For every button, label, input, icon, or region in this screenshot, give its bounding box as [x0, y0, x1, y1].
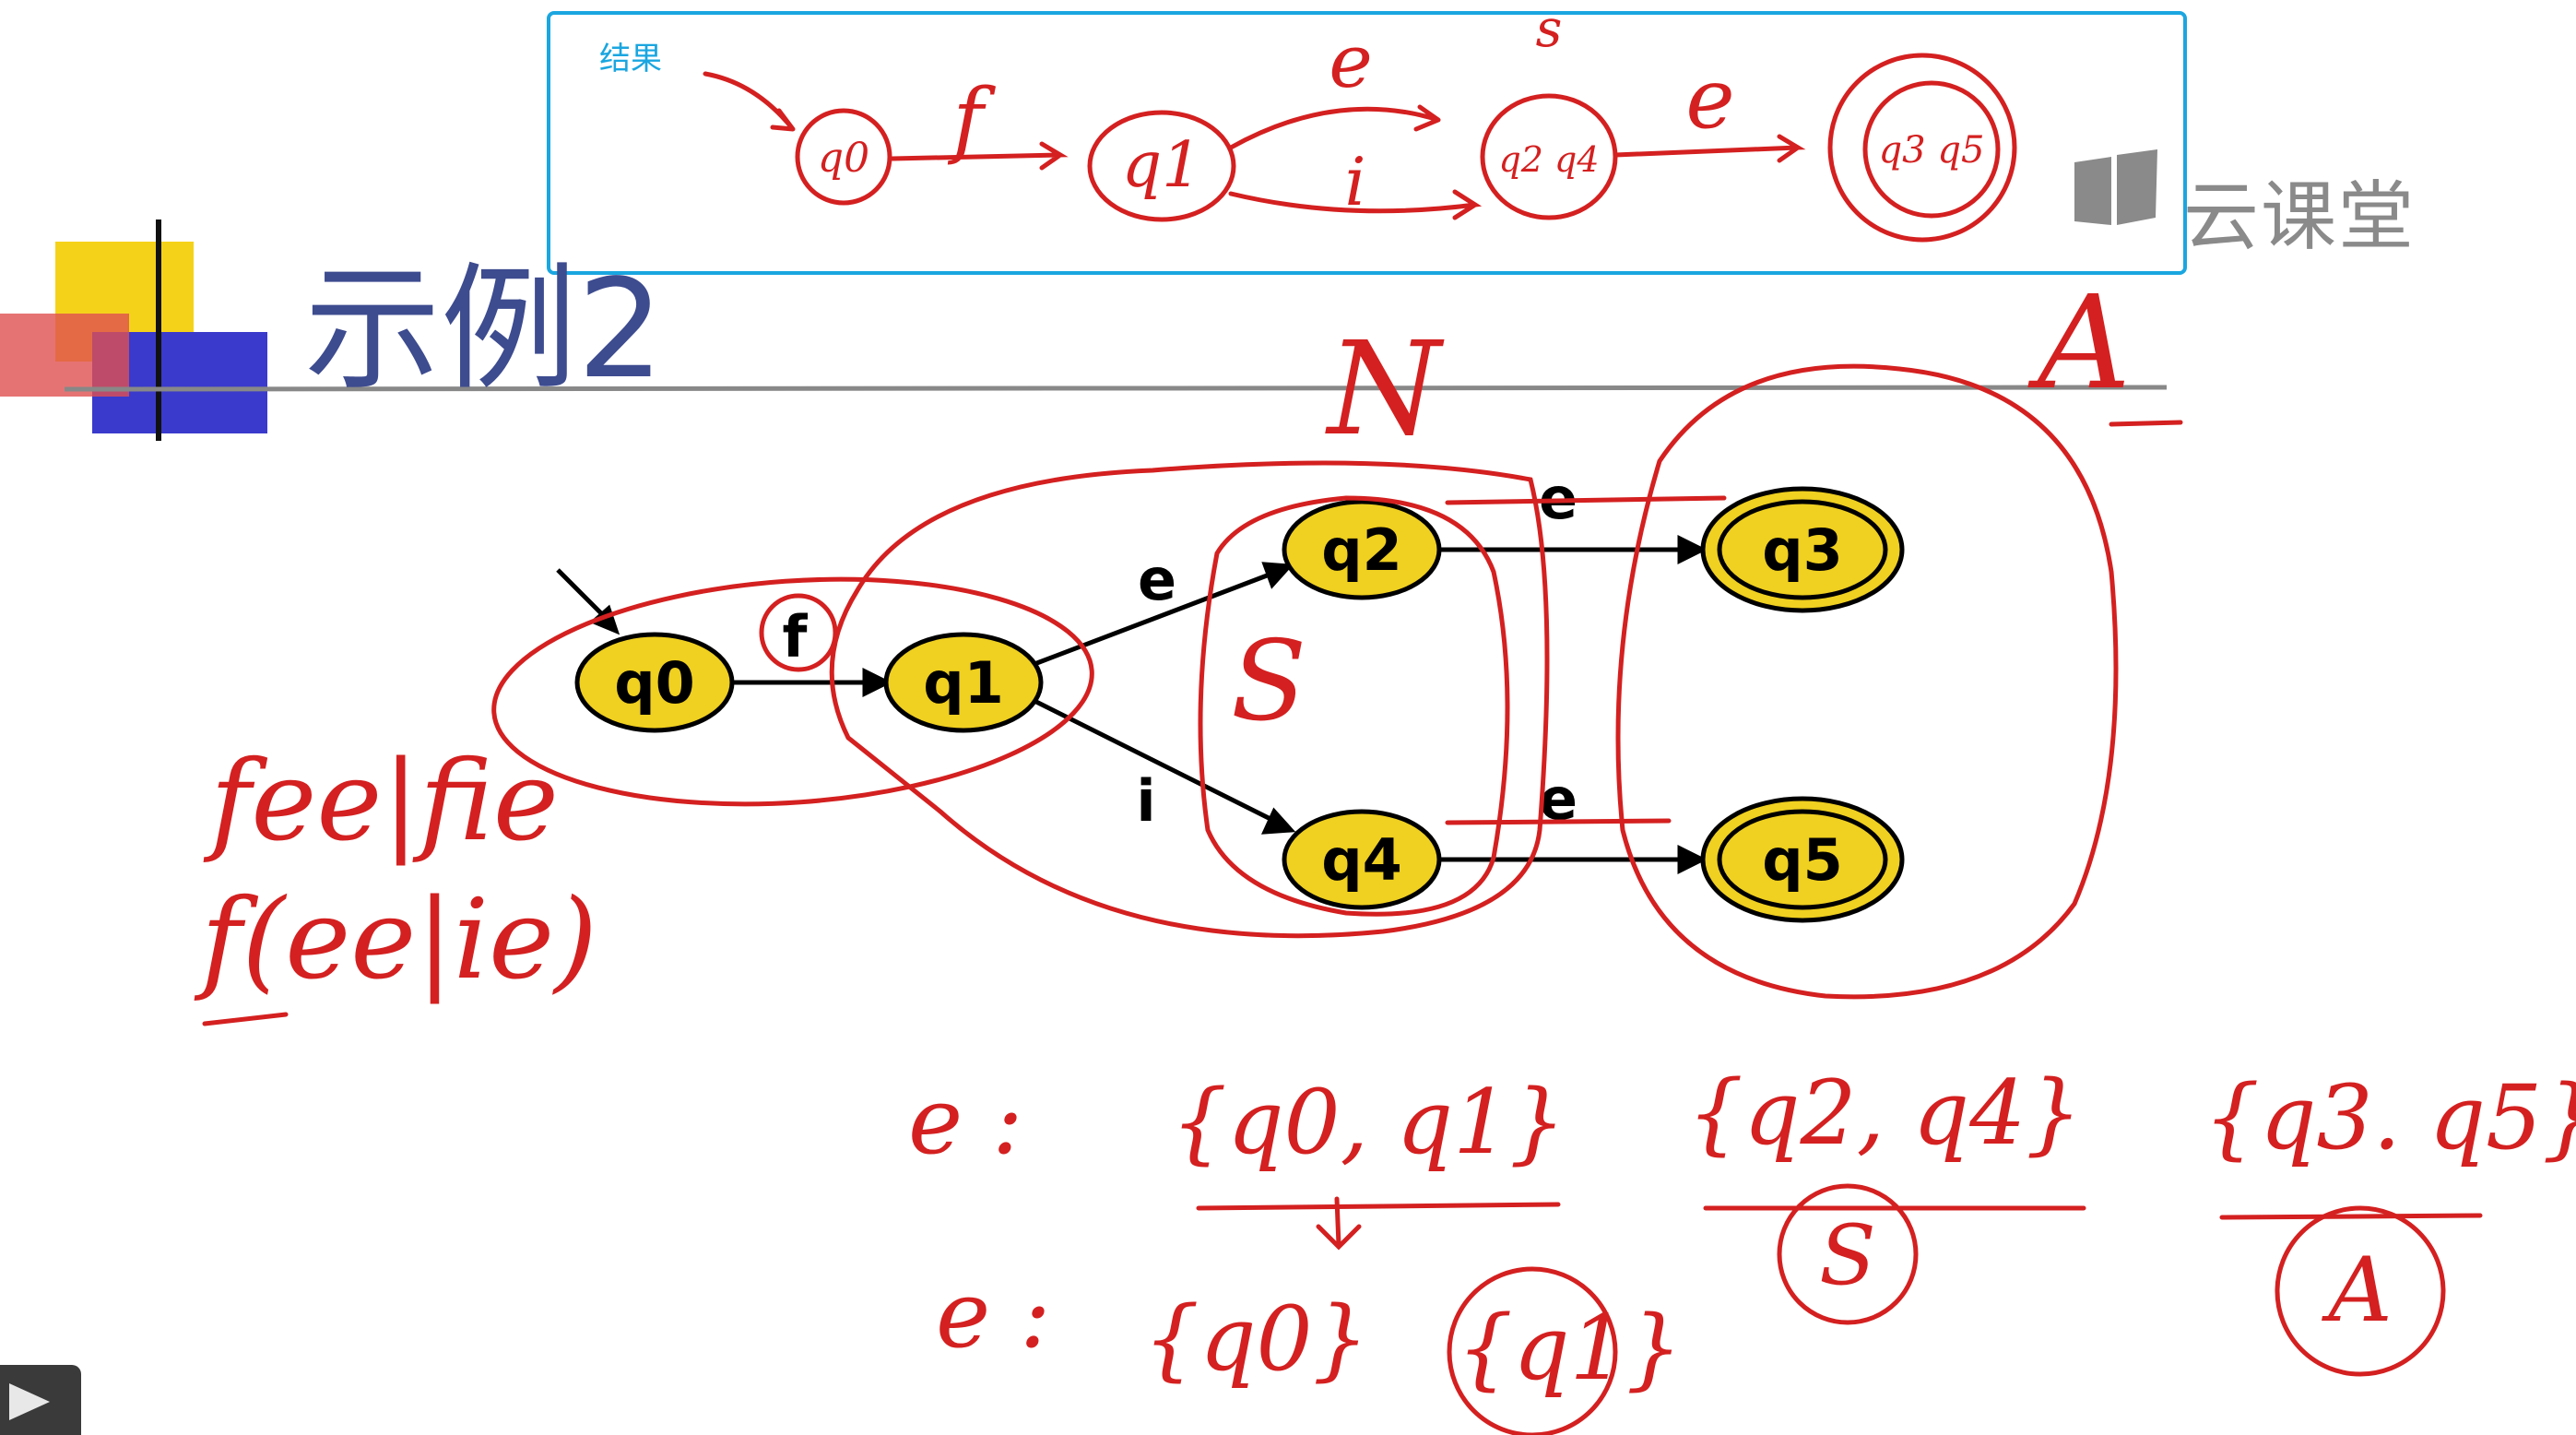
edge-q1-q2 — [1034, 567, 1282, 667]
minimized-dfa — [703, 53, 2017, 243]
state-q1: q1 — [883, 632, 1044, 733]
f-circle — [759, 593, 838, 672]
state-q0-label: q0 — [614, 649, 695, 717]
dfa-nodes: q0 q1 q2 q3 q4 q5 — [574, 486, 1905, 923]
min-edge-e-top: e — [1329, 18, 1372, 104]
label-edge-q0-q1: f — [783, 603, 809, 670]
partition2-set1: {q0} — [1143, 1287, 1369, 1391]
book-logo-icon — [2074, 149, 2157, 225]
min-state-q1: q1 — [1122, 129, 1202, 202]
min-edge-e-right: e — [1685, 51, 1734, 148]
min-state-q0: q0 — [818, 135, 869, 182]
partition1-prefix: e : — [908, 1067, 1023, 1175]
partition-underline-1 — [1196, 1202, 1561, 1211]
group-n-outline — [491, 576, 1094, 807]
group-label-s: S — [1231, 618, 1306, 746]
state-q3-label: q3 — [1762, 516, 1843, 584]
state-q2-label: q2 — [1321, 516, 1402, 584]
state-q4: q4 — [1282, 809, 1442, 910]
group-a-outline — [1615, 363, 2119, 1000]
group-s-outline — [1198, 495, 1510, 917]
q1-set-circle — [1447, 1266, 1618, 1435]
partition-underline-3 — [2219, 1213, 2483, 1220]
partition1-set2: {q2, q4} — [1687, 1061, 2082, 1165]
partition1-set1: {q0, q1} — [1171, 1071, 1566, 1174]
regex-line1: fee|fie — [203, 738, 559, 866]
partition1-set3: {q3. q5} — [2204, 1066, 2576, 1169]
group-label-a: A — [2027, 268, 2131, 419]
regex-underline — [202, 1012, 289, 1026]
regex-line2: f(ee|ie) — [194, 876, 597, 1004]
red-ink-text: fee|fie f(ee|ie) N S A e : {q0, q1} {q2,… — [194, 268, 2576, 1400]
min-top-s: s — [1536, 0, 1563, 59]
state-q4-label: q4 — [1321, 826, 1402, 894]
a-tag-circle — [2275, 1205, 2446, 1377]
minimized-dfa-text: q0 q1 q2 q4 q3 q5 f e i e s — [818, 0, 1985, 220]
partition2-set2: {q1} — [1457, 1297, 1683, 1400]
partition1-tag-a: A — [2321, 1239, 2392, 1342]
slide-title: 示例2 — [304, 250, 665, 409]
state-q5-label: q5 — [1762, 826, 1843, 894]
state-q3: q3 — [1700, 486, 1905, 613]
play-button[interactable] — [0, 1365, 81, 1435]
min-edge-i: i — [1344, 143, 1365, 220]
slide-decoration — [0, 219, 2168, 441]
partition1-tag-s: S — [1819, 1207, 1876, 1304]
result-label: 结果 — [599, 41, 662, 77]
s-tag-circle — [1777, 1183, 1919, 1325]
state-q5: q5 — [1700, 796, 1905, 923]
a-underline — [2109, 420, 2183, 427]
state-q0: q0 — [574, 632, 735, 733]
group-n-big-outline — [829, 460, 1550, 939]
min-state-q2q4: q2 q4 — [1498, 139, 1599, 180]
label-edge-q1-q2: e — [1138, 546, 1176, 613]
down-arrow — [1316, 1196, 1362, 1251]
state-q1-label: q1 — [923, 649, 1004, 717]
watermark-text: 云课堂 — [2183, 173, 2416, 261]
min-state-q3q5: q3 q5 — [1879, 129, 1985, 172]
edge-q1-q4 — [1033, 698, 1285, 828]
label-edge-q1-q4: i — [1136, 767, 1155, 835]
group-label-n: N — [1325, 314, 1445, 465]
play-icon — [9, 1383, 50, 1420]
partition2-prefix: e : — [936, 1261, 1051, 1369]
result-box — [547, 11, 2187, 275]
min-edge-f: f — [947, 71, 996, 168]
red-ink-strokes — [202, 363, 2483, 1435]
state-q2: q2 — [1282, 499, 1442, 600]
